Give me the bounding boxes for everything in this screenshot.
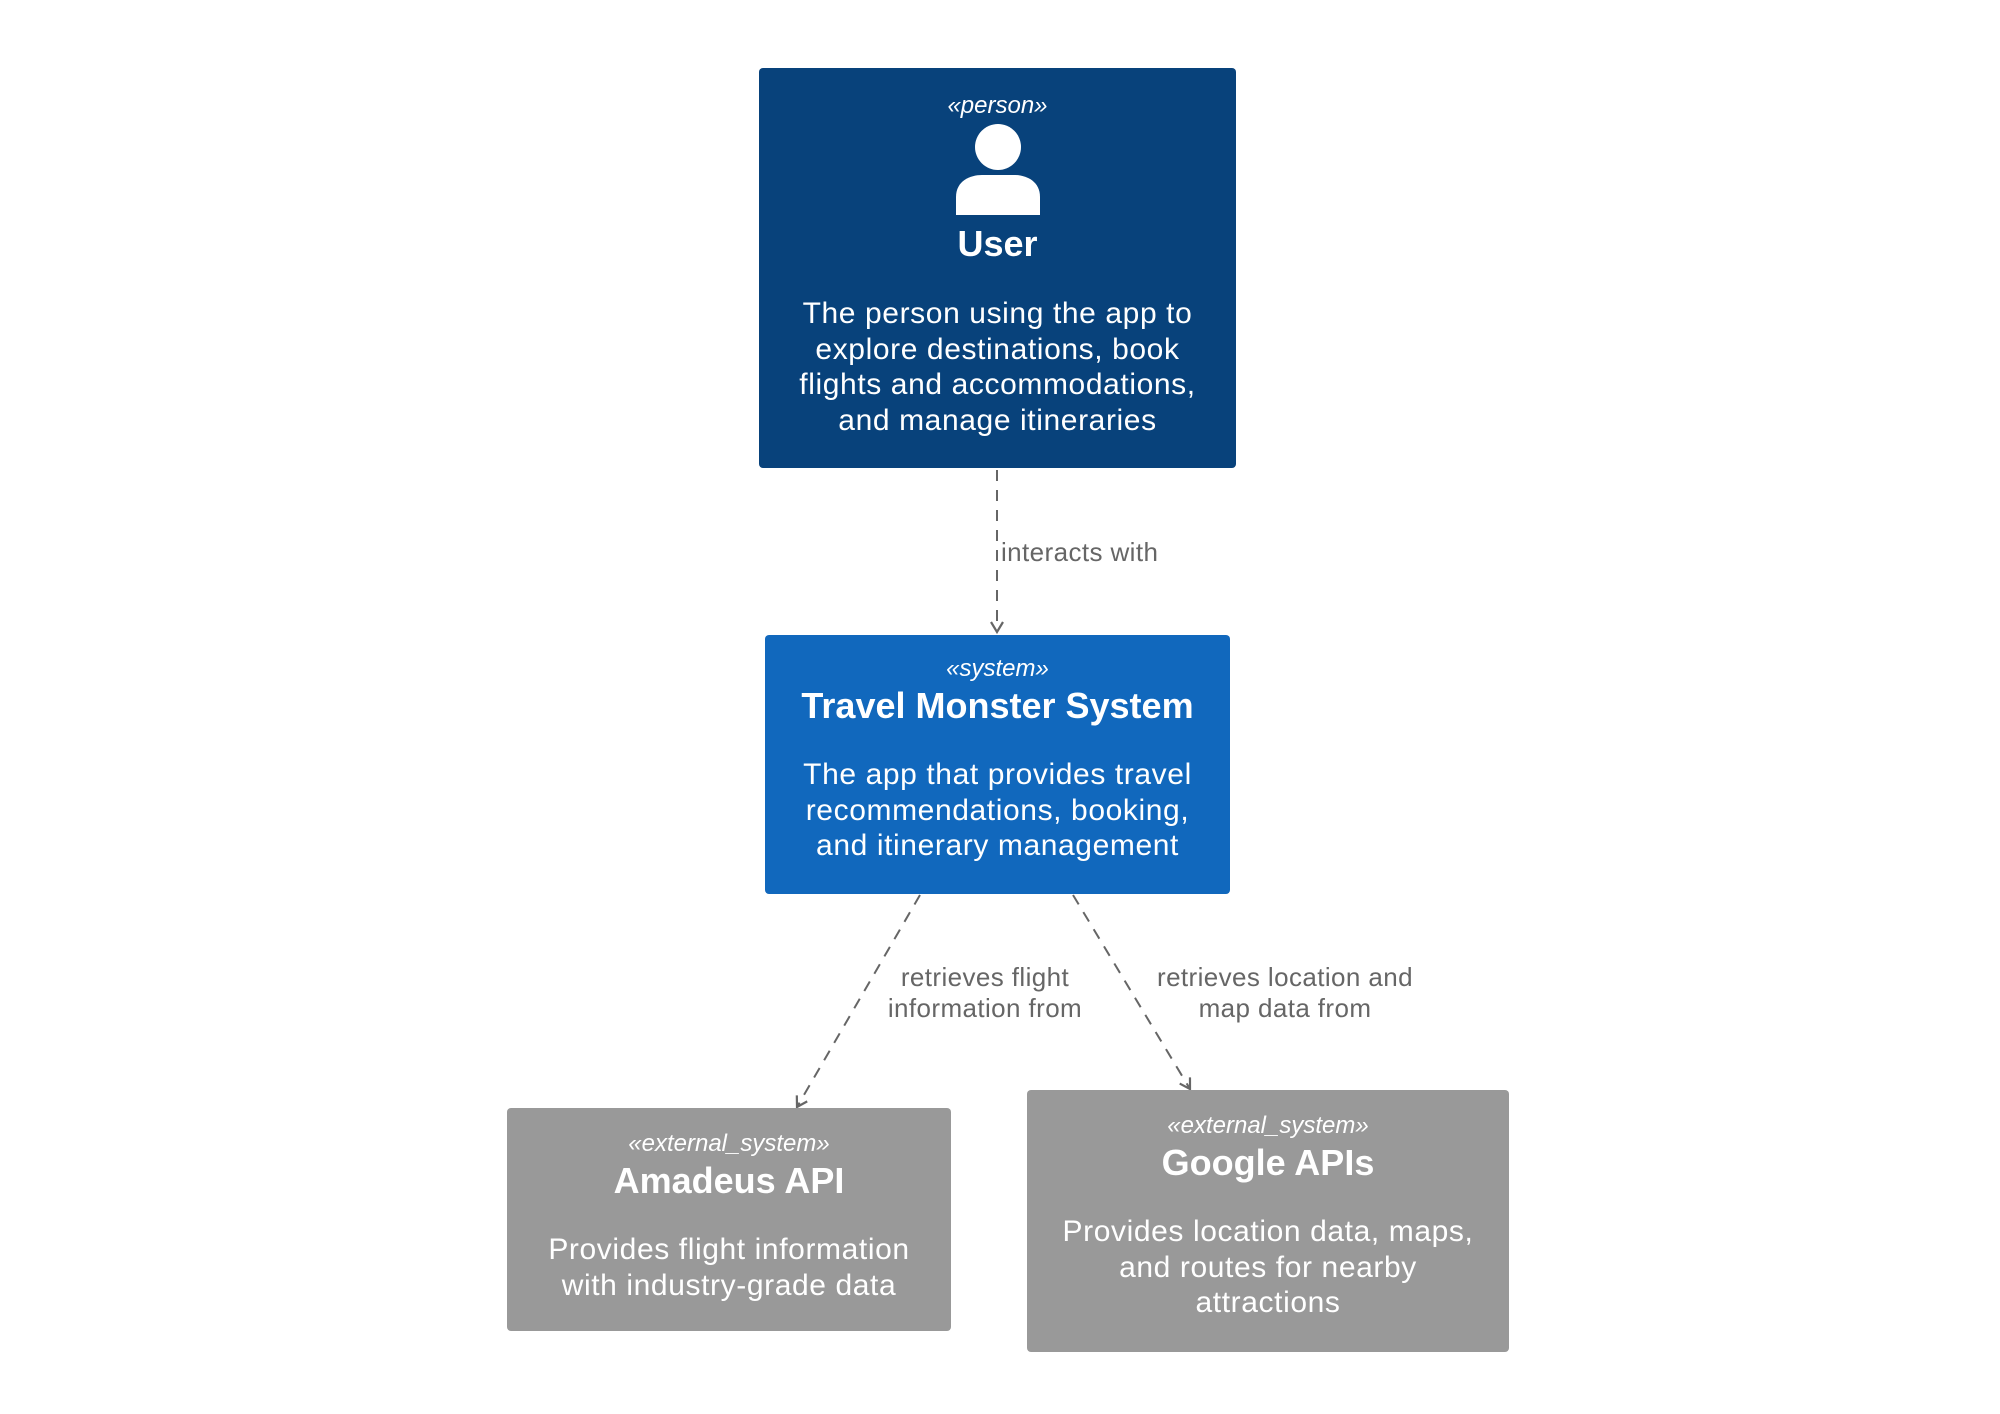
user-title: User (957, 223, 1038, 264)
edge-system-to-google (1072, 894, 1192, 1091)
edge-label-retrieves-location: retrieves location and map data from (1157, 962, 1413, 1023)
google-title: Google APIs (1161, 1142, 1375, 1183)
edge-label-retrieves-flight: retrieves flight information from (887, 962, 1083, 1023)
amadeus-stereotype: «external_system» (628, 1130, 830, 1157)
google-apis-node: «external_system» Google APIs Provides l… (1027, 1090, 1509, 1352)
user-node: «person» User The person using the app t… (759, 68, 1236, 468)
user-description: The person using the app to explore dest… (799, 297, 1196, 437)
system-stereotype: «system» (946, 655, 1049, 682)
google-stereotype: «external_system» (1167, 1112, 1369, 1139)
google-description: Provides location data, maps, and routes… (1062, 1215, 1474, 1319)
amadeus-title: Amadeus API (613, 1160, 845, 1201)
system-description: The app that provides travel recommendat… (803, 758, 1192, 862)
user-stereotype: «person» (947, 92, 1048, 119)
person-icon (955, 124, 1040, 215)
edge-system-to-amadeus (795, 894, 921, 1109)
edge-label-interacts-with: interacts with (1001, 537, 1159, 567)
amadeus-description: Provides flight information with industr… (548, 1233, 910, 1302)
system-title: Travel Monster System (801, 685, 1194, 726)
amadeus-api-node: «external_system» Amadeus API Provides f… (507, 1108, 951, 1331)
travel-monster-system-node: «system» Travel Monster System The app t… (765, 635, 1230, 894)
